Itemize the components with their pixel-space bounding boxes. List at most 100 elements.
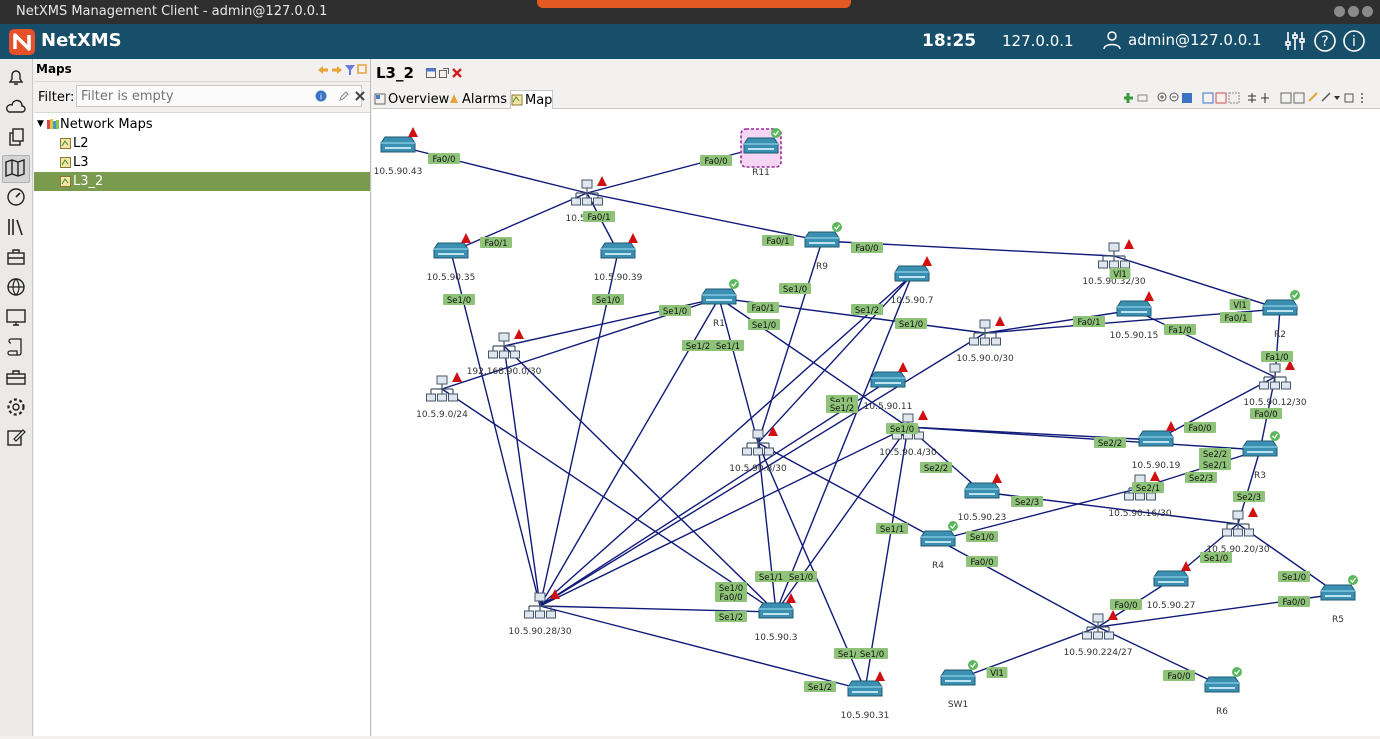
map-link[interactable] [907,426,1261,451]
perspective-monitor[interactable] [4,305,28,329]
tree-item-l3_2[interactable]: L3_2 [34,172,370,191]
map-node-n35[interactable]: 10.5.90.35 [427,233,476,283]
map-link[interactable] [586,192,619,253]
back-arrow-icon[interactable] [318,66,328,74]
info-icon[interactable]: i [1342,29,1366,53]
filter-clear-icon[interactable] [354,90,366,102]
subtab-overview[interactable]: Overview [374,90,449,108]
user-menu[interactable]: admin@127.0.0.1 [1102,30,1262,50]
perspective-gear[interactable] [4,395,28,419]
map-node-s224[interactable]: 10.5.90.224/27 [1064,610,1133,658]
copy-image-icon[interactable] [1280,92,1292,104]
map-node-n3[interactable]: 10.5.90.3 [755,593,798,643]
editor-tab[interactable]: L3_2 [372,59,462,87]
close-window-button[interactable] [1362,6,1373,17]
tree-root-network-maps[interactable]: ▼ Network Maps [34,115,370,134]
subtab-map[interactable]: Map [510,90,554,109]
network-map[interactable]: 10.5.90.43R1110.5.90.010.5.90.3510.5.90.… [372,109,1380,736]
perspective-toolbox[interactable] [4,365,28,389]
map-node-n7[interactable]: 10.5.90.7 [891,256,934,306]
straight-link-icon[interactable] [1261,93,1269,103]
map-node-s28[interactable]: 10.5.90.28/30 [508,589,572,637]
map-link[interactable] [503,345,777,613]
properties-icon[interactable] [1308,92,1318,102]
tree-item-l2[interactable]: L2 [34,134,370,153]
perspective-bell[interactable] [4,65,28,89]
map-node-n19[interactable]: 10.5.90.19 [1132,421,1181,471]
view-menu-icon[interactable] [1361,93,1363,103]
restore-view-icon[interactable] [425,68,436,78]
map-link[interactable] [450,251,541,607]
map-link[interactable] [539,332,986,607]
map-link[interactable] [775,274,913,613]
map-node-n31[interactable]: 10.5.90.31 [841,671,890,721]
map-link[interactable] [503,345,541,607]
help-icon[interactable]: ? [1313,29,1337,53]
zoom-in-icon[interactable] [1157,92,1167,102]
map-node-s32[interactable]: 10.5.90.32/30 [1082,239,1146,287]
close-tab-icon[interactable] [452,68,462,78]
map-node-s0_30[interactable]: 10.5.90.0/30 [956,316,1014,364]
map-link[interactable] [1237,523,1339,595]
map-node-r4[interactable]: R4 [920,521,958,571]
map-node-n39[interactable]: 10.5.90.39 [594,233,643,283]
map-link[interactable] [1097,626,1223,687]
network-map-canvas[interactable]: 10.5.90.43R1110.5.90.010.5.90.3510.5.90.… [372,109,1380,736]
save-image-icon[interactable] [1293,92,1305,104]
map-link[interactable] [539,380,889,607]
map-link[interactable] [539,426,909,607]
map-link[interactable] [984,309,1135,334]
maximize-button[interactable] [1348,6,1359,17]
map-node-n27[interactable]: 10.5.90.27 [1147,561,1196,611]
subtab-alarms[interactable]: Alarms [448,90,507,108]
map-link[interactable] [1133,309,1276,378]
map-node-n43[interactable]: 10.5.90.43 [374,127,423,177]
map-link[interactable] [441,388,777,613]
zoom-out-icon[interactable] [1169,92,1179,102]
map-node-s12[interactable]: 10.5.90.12/30 [1243,360,1307,408]
map-node-r5[interactable]: R5 [1320,575,1358,625]
map-link[interactable] [539,605,866,691]
filter-icon[interactable] [345,65,355,75]
map-node-s8[interactable]: 10.5.90.8/30 [729,426,787,474]
map-node-s9[interactable]: 10.5.9.0/24 [416,372,468,420]
map-node-r11[interactable]: R11 [740,128,782,178]
map-node-s20[interactable]: 10.5.90.20/30 [1206,507,1270,555]
map-node-r1[interactable]: R1 [701,279,739,329]
perspective-globe[interactable] [4,275,28,299]
forward-arrow-icon[interactable] [332,66,342,74]
map-link[interactable] [757,442,939,541]
map-node-n15[interactable]: 10.5.90.15 [1110,291,1159,341]
map-node-n23[interactable]: 10.5.90.23 [958,473,1007,523]
perspective-map[interactable] [2,155,30,183]
map-link[interactable] [757,274,913,444]
routing-icon[interactable] [1248,93,1256,103]
map-link[interactable] [539,274,913,607]
map-link[interactable] [539,251,619,607]
map-node-s16[interactable]: 10.5.90.16/30 [1108,471,1172,519]
minimize-button[interactable] [1334,6,1345,17]
perspective-script[interactable] [4,335,28,359]
align-icon[interactable] [1215,92,1227,104]
perspective-copy[interactable] [4,125,28,149]
filter-info-icon[interactable]: i [315,90,327,102]
fit-to-screen-icon[interactable] [1182,93,1192,103]
map-node-s192[interactable]: 192.168.90.0/30 [467,329,542,377]
map-node-r9[interactable]: R9 [804,222,842,272]
grid-icon[interactable] [1228,92,1240,104]
map-link[interactable] [397,145,588,194]
map-link[interactable] [757,442,777,613]
pin-icon[interactable] [1321,92,1331,102]
map-link[interactable] [1113,255,1281,310]
map-link[interactable] [864,426,909,691]
perspective-library[interactable] [4,215,28,239]
map-link[interactable] [957,626,1099,680]
map-node-sw1[interactable]: SW1 [940,660,978,710]
map-node-r6[interactable]: R6 [1204,667,1242,717]
filter-input[interactable] [76,85,362,107]
perspective-edit[interactable] [4,425,28,449]
map-link[interactable] [937,539,1099,628]
link-icon[interactable] [1137,94,1148,102]
detach-view-icon[interactable] [438,68,449,78]
popout-icon[interactable] [1344,93,1354,103]
